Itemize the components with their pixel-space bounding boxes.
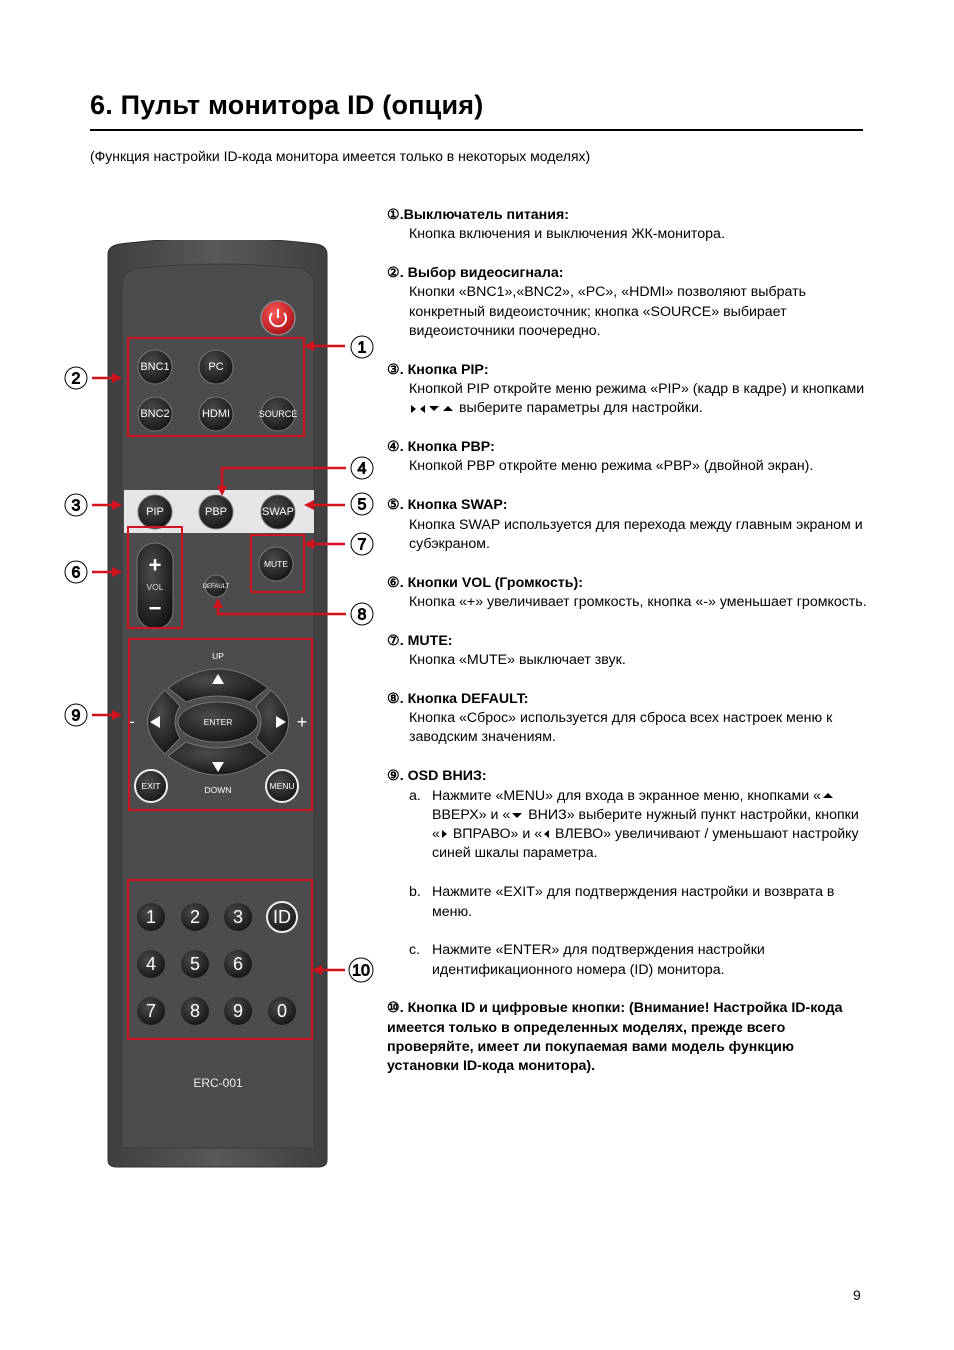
page-number: 9	[853, 1287, 861, 1303]
swap-button	[260, 494, 296, 530]
arrow-left-icon	[420, 404, 425, 413]
svg-text:7: 7	[358, 537, 367, 554]
section-source: ②. Выбор видеосигнала: Кнопки «BNC1»,«BN…	[387, 265, 806, 339]
svg-text:ENTER: ENTER	[204, 717, 233, 727]
page-subtitle: (Функция настройки ID-кода монитора имее…	[90, 148, 591, 164]
svg-text:5: 5	[358, 497, 367, 514]
enter-button	[177, 701, 259, 743]
svg-text:8: 8	[358, 607, 367, 624]
svg-text:SOURCE: SOURCE	[259, 409, 298, 419]
svg-text:+: +	[149, 553, 162, 578]
section-default: ⑧. Кнопка DEFAULT: Кнопка «Сброс» исполь…	[387, 690, 833, 746]
pc-button	[198, 349, 234, 385]
arrow-up-icon	[443, 406, 453, 412]
default-button	[204, 574, 228, 598]
svg-text:UP: UP	[212, 651, 224, 661]
model-label: ERC-001	[193, 1076, 243, 1090]
svg-text:2: 2	[72, 371, 81, 388]
svg-text:PC: PC	[208, 361, 223, 373]
svg-text:SWAP: SWAP	[262, 506, 294, 518]
svg-text:2: 2	[190, 907, 200, 927]
section-pip: ③. Кнопка PIP: Кнопкой PIP откройте меню…	[387, 361, 865, 417]
section-mute: ⑦. MUTE: Кнопка «MUTE» выключает звук.	[387, 632, 626, 669]
svg-text:10: 10	[352, 963, 370, 980]
description-text: ①.Выключатель питания: Кнопка включения …	[387, 206, 867, 1096]
svg-text:9: 9	[233, 1001, 243, 1021]
power-icon	[269, 312, 287, 328]
svg-text:+: +	[297, 712, 308, 732]
arrow-down-icon	[429, 406, 439, 412]
nav-left	[147, 689, 181, 755]
pip-button	[137, 494, 173, 530]
arrow-down-icon	[512, 812, 523, 818]
svg-text:PBP: PBP	[205, 506, 227, 518]
nav-right	[255, 689, 289, 755]
svg-text:MENU: MENU	[269, 781, 294, 791]
page-title: 6. Пульт монитора ID (опция)	[90, 90, 484, 120]
svg-text:MUTE: MUTE	[264, 559, 288, 569]
svg-text:6: 6	[72, 565, 81, 582]
id-button	[266, 901, 298, 933]
nav-down	[167, 741, 269, 776]
pbp-button	[198, 494, 234, 530]
section-pbp: ④. Кнопка PBP: Кнопкой PBP откройте меню…	[387, 439, 814, 475]
remote-illustration: BNC1 PC BNC2 HDMI SOURCE PIP PBP SWAP + …	[64, 240, 374, 1168]
svg-text:5: 5	[190, 954, 200, 974]
bnc1-button	[137, 349, 173, 385]
svg-text:7: 7	[146, 1001, 156, 1021]
arrow-right-icon	[441, 830, 447, 839]
svg-text:4: 4	[358, 461, 367, 478]
arrow-right-icon	[411, 404, 416, 413]
svg-text:6: 6	[233, 954, 243, 974]
osd-step-c: c. Нажмите «ENTER» для подтверждения нас…	[409, 942, 765, 978]
mute-button	[258, 546, 294, 582]
source-buttons: BNC1 PC BNC2 HDMI SOURCE	[137, 349, 298, 432]
section-id: ⑩. Кнопка ID и цифровые кнопки: (Внимани…	[387, 1000, 843, 1075]
title-rule	[90, 129, 863, 131]
callout-arrows	[92, 341, 346, 975]
section-volume: ⑥. Кнопки VOL (Громкость): Кнопка «+» ув…	[387, 574, 867, 610]
numeric-keypad: 1 2 3 ID 4 5 6 7 8 9 0	[137, 901, 298, 1025]
hdmi-button	[198, 396, 234, 432]
svg-text:1: 1	[358, 340, 367, 357]
section-osd: ⑨. OSD ВНИЗ: a. Нажмите «MENU» для входа…	[387, 767, 867, 980]
svg-text:4: 4	[146, 954, 156, 974]
arrow-left-icon	[544, 830, 550, 839]
svg-text:8: 8	[190, 1001, 200, 1021]
arrow-up-icon	[822, 793, 833, 799]
svg-text:-: -	[129, 714, 134, 731]
svg-text:PIP: PIP	[146, 506, 164, 518]
source-button	[260, 396, 296, 432]
svg-text:ID: ID	[273, 907, 291, 927]
highlight-boxes	[127, 337, 313, 1040]
svg-text:1: 1	[146, 907, 156, 927]
svg-text:BNC2: BNC2	[140, 408, 169, 420]
menu-button	[265, 769, 299, 803]
svg-text:BNC1: BNC1	[140, 361, 169, 373]
svg-text:DEFAULT: DEFAULT	[203, 584, 230, 590]
svg-text:EXIT: EXIT	[142, 781, 161, 791]
exit-button	[134, 769, 168, 803]
section-swap: ⑤. Кнопка SWAP: Кнопка SWAP используется…	[387, 497, 863, 552]
nav-up	[167, 668, 269, 703]
svg-text:9: 9	[72, 708, 81, 725]
svg-text:−: −	[149, 596, 162, 621]
bnc2-button	[137, 396, 173, 432]
svg-text:3: 3	[72, 498, 81, 515]
svg-text:0: 0	[277, 1001, 287, 1021]
svg-text:VOL: VOL	[146, 582, 163, 592]
svg-text:HDMI: HDMI	[202, 408, 230, 420]
svg-text:DOWN: DOWN	[205, 785, 232, 795]
svg-text:3: 3	[233, 907, 243, 927]
section-power: ①.Выключатель питания: Кнопка включения …	[387, 207, 725, 243]
osd-step-b: b. Нажмите «EXIT» для подтверждения наст…	[409, 884, 835, 920]
callout-labels: 1 2 3 4 5 6 7 8 9 10	[64, 335, 374, 983]
osd-step-a: a. Нажмите «MENU» для входа в экранное м…	[409, 787, 859, 862]
